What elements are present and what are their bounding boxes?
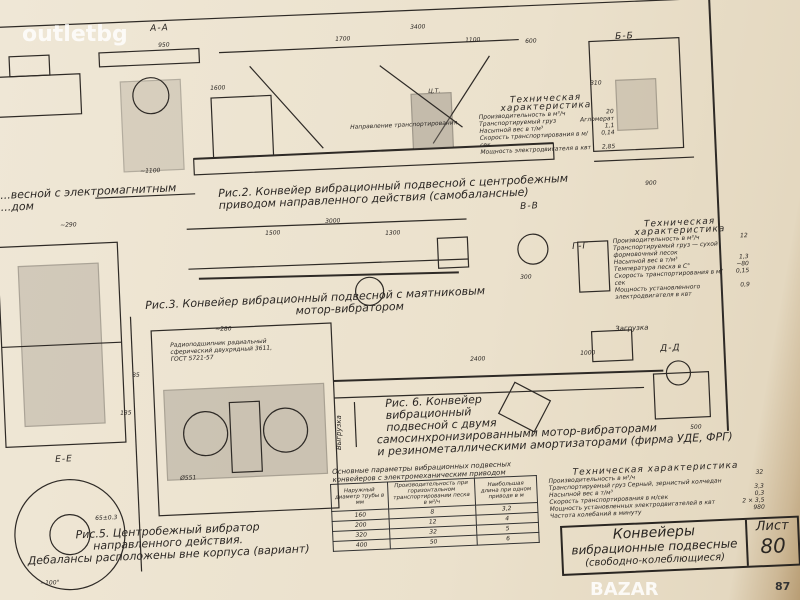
dim-1100-approx: ~1100 [140, 167, 161, 175]
column-header: Наибольшая длина при одном приводе в м [474, 475, 538, 506]
dim-950: 950 [158, 41, 170, 49]
fig5-vibrator [150, 322, 340, 517]
fig1-drawing [0, 54, 127, 591]
tech-spec-fig2: Техническая характеристика Производитель… [478, 92, 616, 156]
section-vv-label: В-В [520, 201, 540, 212]
fig2-section-aa [95, 47, 201, 199]
fig6-conveyor [333, 329, 712, 448]
spec-value: 980 [753, 503, 765, 512]
fig2-section-bb [588, 36, 695, 162]
column-header: Наружный диаметр трубы в мм [330, 481, 389, 512]
params-table: Наружный диаметр трубы в мм Производител… [330, 475, 540, 552]
dim-290: ~290 [60, 221, 77, 229]
section-aa-label: А-А [150, 23, 169, 34]
frame-right-line [708, 0, 730, 431]
tech-spec-fig6: Техническая характеристика Производитель… [548, 461, 765, 520]
page-number: 87 [775, 580, 791, 593]
cell: 400 [333, 538, 391, 552]
bearing-note: Радиоподшипник радиальный сферический дв… [170, 338, 273, 363]
dim-551: Ø551 [180, 474, 197, 482]
spec-value: 0,15 [735, 267, 750, 275]
spec-value: 2,85 [601, 143, 616, 151]
spec-value: 0,9 [740, 281, 751, 289]
dim-1300: 1300 [385, 229, 401, 237]
dim-310: 310 [590, 79, 602, 87]
dim-2400: 2400 [470, 355, 486, 363]
dim-1700: 1700 [335, 35, 351, 43]
section-bb-label: Б-Б [615, 31, 635, 42]
dim-65: 65±0.3 [95, 514, 118, 522]
dim-85: 85 [132, 371, 140, 379]
column-header: Производительность при горизонтальном тр… [387, 478, 476, 509]
fig3-conveyor [186, 218, 611, 306]
dim-3000: 3000 [325, 217, 341, 225]
cell: 6 [476, 532, 540, 546]
dim-280: ~280 [215, 325, 232, 333]
dim-1600: 1600 [210, 84, 226, 92]
title-block: Конвейеры вибрационные подвесные (свобод… [560, 515, 800, 576]
unload-label: Выгрузка [335, 415, 343, 450]
dim-100-deg: ~100° [40, 579, 60, 587]
dim-1100: 1100 [465, 36, 481, 44]
section-ee-label: Е-Е [55, 454, 74, 465]
dim-300: 300 [520, 273, 532, 281]
fig2-conveyor [193, 38, 555, 176]
divider-line [129, 316, 143, 572]
load-label: Загрузка [615, 323, 649, 333]
sheet-box: Лист 80 [747, 518, 799, 566]
dim-600: 600 [525, 37, 537, 45]
dim-135: 135 [120, 409, 132, 417]
dim-1500: 1500 [265, 229, 281, 237]
watermark-top-left: outletbg [22, 22, 128, 47]
tech-spec-fig3: Техническая характеристика Производитель… [612, 216, 750, 301]
sheet-number: 80 [759, 533, 787, 559]
section-gg-label: Г-Г [572, 241, 589, 252]
section-dd-label: Д-Д [660, 343, 681, 354]
spec-value: 0,14 [601, 129, 615, 137]
watermark-bottom-right: BAZAR [590, 579, 659, 600]
dim-3400: 3400 [410, 23, 426, 31]
dim-1000: 1000 [580, 349, 596, 357]
title-block-title: Конвейеры вибрационные подвесные (свобод… [562, 519, 749, 574]
center-of-gravity-label: Ц.Т. [428, 87, 441, 95]
frame-top-line [0, 0, 718, 29]
dim-900: 900 [645, 179, 657, 187]
